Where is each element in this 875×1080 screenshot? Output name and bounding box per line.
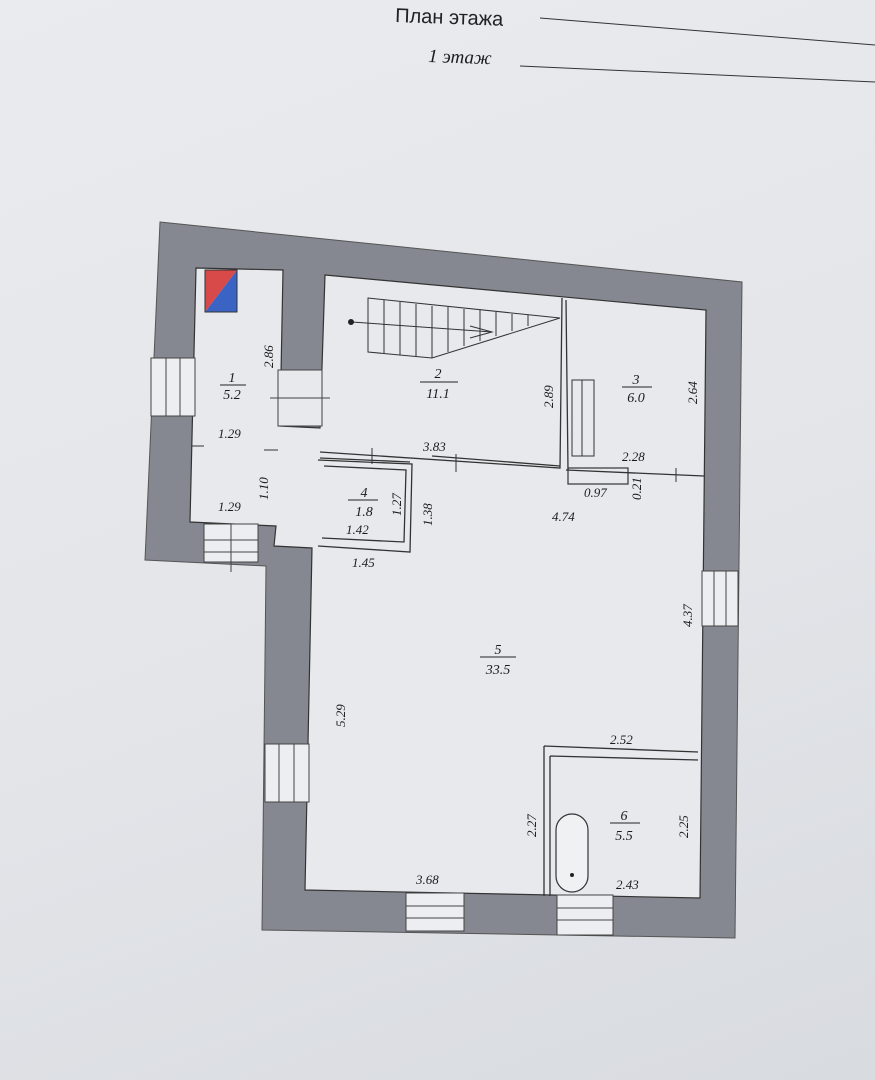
electric-panel-icon <box>204 269 238 313</box>
dim-room3-height: 2.64 <box>685 381 700 404</box>
doorway-room1-room2 <box>270 369 330 427</box>
dim-room3-passage-width: 0.97 <box>584 485 607 500</box>
room-1-area: 5.2 <box>223 388 241 403</box>
bathtub <box>555 813 589 893</box>
dim-room6-width-top: 2.52 <box>610 732 633 747</box>
dim-room4-outer-height: 1.38 <box>420 503 435 526</box>
room-4-area: 1.8 <box>355 505 373 520</box>
window-left-upper <box>150 357 196 417</box>
room-4-number: 4 <box>361 486 368 501</box>
stair-start-dot <box>348 319 354 325</box>
passage-room3 <box>567 467 629 485</box>
dim-room5-width-top: 4.74 <box>552 509 575 524</box>
dim-room4-width: 1.42 <box>346 522 369 537</box>
partition-room2 <box>319 297 705 477</box>
room-1-label: 1 5.2 <box>220 371 246 403</box>
dim-room2-width: 3.83 <box>422 439 446 454</box>
header-rule-2 <box>519 65 875 83</box>
dim-room6-width-bottom: 2.43 <box>616 877 639 892</box>
room-6-label: 6 5.5 <box>610 809 640 844</box>
door-room3 <box>571 379 595 457</box>
plan-title: План этажа <box>395 5 505 31</box>
dim-room3-width: 2.28 <box>622 449 645 464</box>
dim-room5-height-left: 5.29 <box>333 704 348 727</box>
dim-room3-passage-height: 0.21 <box>629 477 644 500</box>
window-left-bottom <box>203 523 259 572</box>
staircase <box>351 297 561 359</box>
dim-room6-height-left: 2.27 <box>524 814 539 837</box>
room4-closet <box>317 459 413 553</box>
room-5-number: 5 <box>495 643 502 658</box>
dim-room5-width-bottom: 3.68 <box>415 872 439 887</box>
partition-room2-lower <box>431 455 561 467</box>
window-right <box>701 570 739 627</box>
floor-label: 1 этаж <box>428 46 493 69</box>
dim-room4-outer-width: 1.45 <box>352 555 375 570</box>
room-5-label: 5 33.5 <box>480 643 516 678</box>
dim-room6-height-right: 2.25 <box>676 815 691 838</box>
room-2-label: 2 11.1 <box>420 367 458 402</box>
dim-room5-height-right: 4.37 <box>680 604 695 627</box>
window-bottom-right <box>556 894 614 936</box>
dim-room1-height: 2.86 <box>261 345 276 368</box>
bathtub-drain <box>570 873 574 877</box>
dim-room1-width-bottom: 1.29 <box>218 499 241 514</box>
dim-room2-height: 2.89 <box>541 385 556 408</box>
room-3-label: 3 6.0 <box>622 373 652 406</box>
room6-bathroom <box>543 745 699 896</box>
room-1-number: 1 <box>229 371 236 386</box>
window-bottom-left <box>405 892 465 932</box>
room-3-number: 3 <box>632 373 640 388</box>
room-6-area: 5.5 <box>615 829 633 844</box>
window-left-lower <box>264 743 310 803</box>
room-3-area: 6.0 <box>627 391 645 406</box>
room-4-label: 4 1.8 <box>348 486 378 520</box>
room-2-area: 11.1 <box>426 387 449 402</box>
header-rule-1 <box>539 17 875 46</box>
dim-room1-width-top: 1.29 <box>218 426 241 441</box>
room-6-number: 6 <box>621 809 628 824</box>
dim-room1-door-height: 1.10 <box>256 477 271 500</box>
room-5-area: 33.5 <box>485 663 511 678</box>
room-2-number: 2 <box>435 367 442 382</box>
dim-room4-height: 1.27 <box>389 493 404 516</box>
